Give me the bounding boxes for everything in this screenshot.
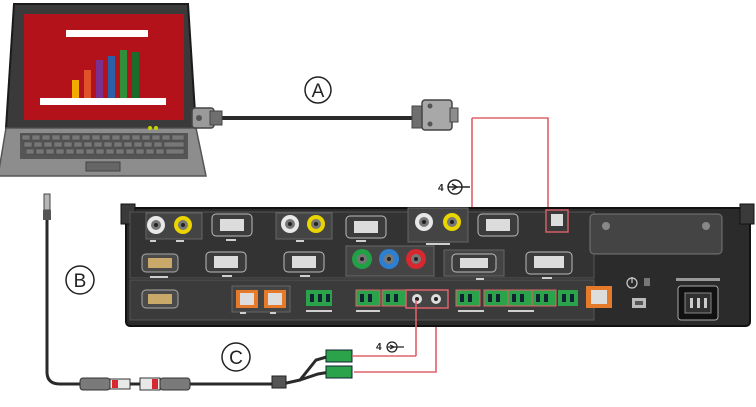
bnc-connector-icon: [147, 216, 165, 234]
callout-a-label: A: [312, 81, 325, 102]
power-switch-icon: [626, 277, 650, 289]
power-socket-icon: [677, 285, 719, 321]
bnc-connector-icon: [443, 213, 461, 231]
usb-port-icon: [632, 298, 646, 308]
codec-rear-panel: [120, 203, 755, 327]
bnc-connector-icon: [352, 249, 372, 269]
euroblock-connector-icon: [483, 289, 509, 307]
callout-a: A: [304, 76, 332, 104]
euroblock-connector-icon: [325, 365, 353, 379]
dvi-connector-icon: [345, 215, 387, 239]
pc-dvi-input-icon: [443, 249, 505, 277]
bnc-connector-icon: [415, 213, 433, 231]
audio-connector-row: [306, 286, 612, 309]
component-video-connectors: [345, 245, 435, 277]
bnc-connector-icon: [379, 249, 399, 269]
video-input-group-1: [145, 212, 253, 240]
audio-jack-icon: [43, 193, 51, 220]
ethernet-port-icon: [586, 286, 612, 308]
dvi-connector-icon: [211, 213, 253, 237]
ethernet-port-icon: [264, 290, 286, 308]
bnc-connector-icon: [281, 215, 299, 233]
ethernet-port-icon: [236, 290, 258, 308]
laptop-icon: [0, 3, 207, 177]
ethernet-port-icon: [545, 209, 569, 233]
vga-connector-icon: [191, 107, 223, 129]
euroblock-connector-icon: [325, 349, 353, 363]
dvi-connector-icon: [283, 251, 325, 273]
audio-input-marker-bottom: 4: [376, 341, 404, 353]
rca-plug-icon: [139, 377, 191, 391]
panel-silkscreen-marks: [150, 239, 552, 314]
callout-c: C: [221, 342, 251, 372]
network-ports: [231, 285, 291, 313]
vga-connector-icon: [411, 99, 459, 131]
euroblock-connector-icon: [558, 290, 578, 306]
audio-input-symbol-icon: [386, 341, 404, 353]
callout-b-label: B: [74, 271, 87, 292]
dvi-connector-icon: [525, 251, 573, 275]
rca-plug-icon: [79, 377, 131, 391]
bnc-connector-icon: [307, 215, 325, 233]
power-module: [589, 213, 723, 321]
bnc-connector-icon: [406, 249, 426, 269]
laptop-touchpad: [85, 161, 121, 172]
euroblock-connector-icon: [355, 289, 381, 307]
dvi-connector-icon: [205, 251, 247, 273]
audio-line-input-icon: [405, 289, 449, 309]
audio-input-marker-top: 4: [438, 179, 470, 195]
euroblock-connector-icon: [381, 289, 407, 307]
serial-port-icon: [141, 289, 179, 309]
serial-port-icon: [141, 253, 179, 273]
euroblock-connector-icon: [306, 290, 332, 306]
video-input-group-2: [275, 212, 387, 240]
audio-input-symbol-icon: [447, 179, 470, 195]
callout-b: B: [65, 265, 95, 295]
euroblock-connector-icon: [507, 289, 533, 307]
callout-c-label: C: [229, 348, 243, 369]
audio-input-number-top: 4: [438, 183, 444, 194]
bnc-connector-icon: [174, 216, 192, 234]
video-input-group-3: [407, 207, 569, 243]
euroblock-connector-icon: [531, 289, 557, 307]
dvi-connector-icon: [477, 213, 519, 237]
vga-cable: [191, 99, 459, 131]
euroblock-connector-icon: [455, 289, 481, 307]
audio-input-number-bottom: 4: [376, 342, 382, 353]
presentation-bar-chart-icon: [40, 30, 166, 105]
